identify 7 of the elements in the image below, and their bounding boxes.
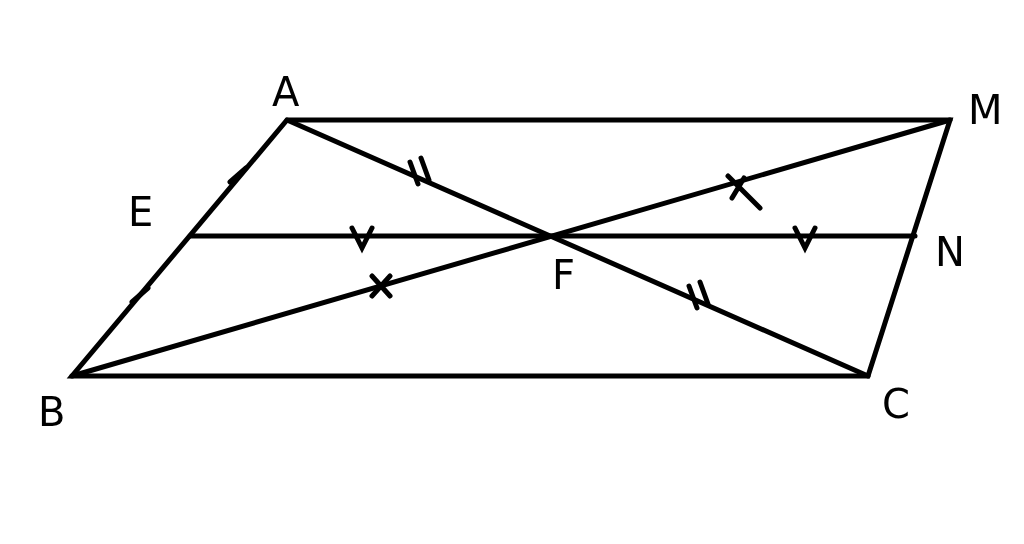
point-label: M — [968, 90, 1003, 130]
point-label: F — [552, 255, 575, 295]
point-label: B — [38, 392, 66, 432]
point-label: A — [272, 72, 300, 112]
point-label: C — [882, 384, 910, 424]
point-label: E — [128, 192, 154, 232]
point-label: N — [935, 232, 965, 272]
